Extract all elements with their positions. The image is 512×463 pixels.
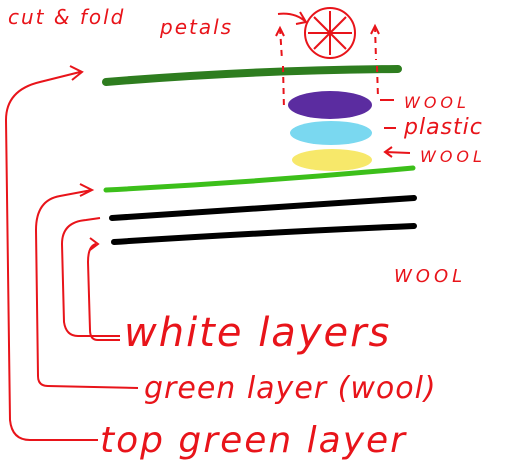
plastic-petal-cyan	[290, 121, 372, 145]
white-layers-leader-inner	[86, 237, 120, 341]
wool-bottom-arrow	[383, 146, 411, 158]
top-green-layer-label: top green layer	[100, 420, 407, 461]
wool-petal-yellow	[292, 149, 372, 171]
green-layer-line	[103, 165, 416, 193]
wool-bottom-label: WOOL	[420, 147, 486, 166]
top-green-layer-line	[102, 65, 402, 86]
wool-petal-purple	[288, 91, 372, 119]
cut-fold-label: cut & fold	[8, 5, 125, 29]
wool-top-label: WOOL	[404, 93, 470, 112]
white-layer-line-2	[111, 223, 417, 245]
white-layer-line-1	[109, 195, 417, 221]
white-layers-leader-outer	[60, 217, 120, 337]
flower-icon	[304, 7, 356, 59]
white-layers-label: white layers	[124, 310, 391, 356]
plastic-label: plastic	[403, 115, 483, 140]
cut-guide-lines	[275, 23, 380, 111]
petals-label: petals	[159, 15, 233, 39]
arrow-to-flower	[277, 11, 308, 25]
wool-extra-label: WOOL	[394, 266, 466, 287]
green-layer-leader	[34, 183, 139, 389]
top-green-layer-leader	[4, 65, 98, 441]
green-layer-label: green layer (wool)	[144, 371, 437, 406]
